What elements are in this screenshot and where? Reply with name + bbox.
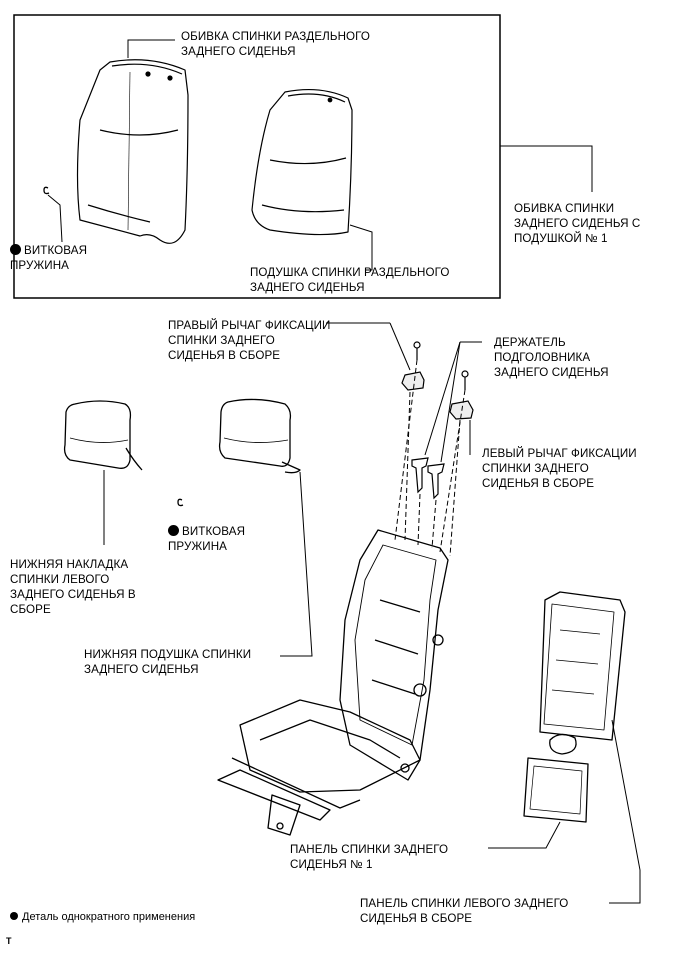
headrest-holders [411,457,445,500]
single-use-dot-icon [168,525,179,536]
label-lower-cover: НИЖНЯЯ НАКЛАДКА СПИНКИ ЛЕВОГО ЗАДНЕГО СИ… [10,558,136,616]
label-headrest-holder: ДЕРЖАТЕЛЬ ПОДГОЛОВНИКА ЗАДНЕГО СИДЕНЬЯ [494,336,609,379]
label-panel-left: ПАНЕЛЬ СПИНКИ ЛЕВОГО ЗАДНЕГО СИДЕНЬЯ В С… [360,897,569,925]
corner-mark: T [6,936,12,946]
label-left-lever: ЛЕВЫЙ РЫЧАГ ФИКСАЦИИ СПИНКИ ЗАДНЕГО СИДЕ… [482,447,637,490]
legend-text: Деталь однократного применения [22,911,196,923]
back-panel [539,591,626,755]
single-use-dot-icon [10,912,18,920]
left-lever [449,370,474,420]
coil-spring-top-icon [43,186,50,195]
lower-cover [63,400,143,471]
panel-no1 [523,757,589,823]
seat-frame [217,529,449,836]
label-right-lever: ПРАВЫЙ РЫЧАГ ФИКСАЦИИ СПИНКИ ЗАДНЕГО СИД… [168,319,331,362]
label-trim-pad-no1: ОБИВКА СПИНКИ ЗАДНЕГО СИДЕНЬЯ С ПОДУШКОЙ… [514,202,641,245]
coil-spring-mid-icon [177,498,184,507]
label-spring-mid: ВИТКОВАЯ ПРУЖИНА [168,525,246,553]
split-seatback-pad [251,88,353,236]
single-use-dot-icon [10,244,21,255]
label-pad-split: ПОДУШКА СПИНКИ РАЗДЕЛЬНОГО ЗАДНЕГО СИДЕН… [250,266,450,294]
label-panel-no1: ПАНЕЛЬ СПИНКИ ЗАДНЕГО СИДЕНЬЯ № 1 [290,843,449,871]
label-spring-top: ВИТКОВАЯ ПРУЖИНА [10,244,88,272]
label-trim-split: ОБИВКА СПИНКИ РАЗДЕЛЬНОГО ЗАДНЕГО СИДЕНЬ… [181,30,371,58]
label-lower-pad: НИЖНЯЯ ПОДУШКА СПИНКИ ЗАДНЕГО СИДЕНЬЯ [84,648,252,676]
right-lever [401,341,425,391]
lower-pad [218,398,301,474]
split-seatback-trim [76,59,189,244]
inset-frame [13,14,501,299]
legend: Деталь однократного применения [10,911,195,923]
